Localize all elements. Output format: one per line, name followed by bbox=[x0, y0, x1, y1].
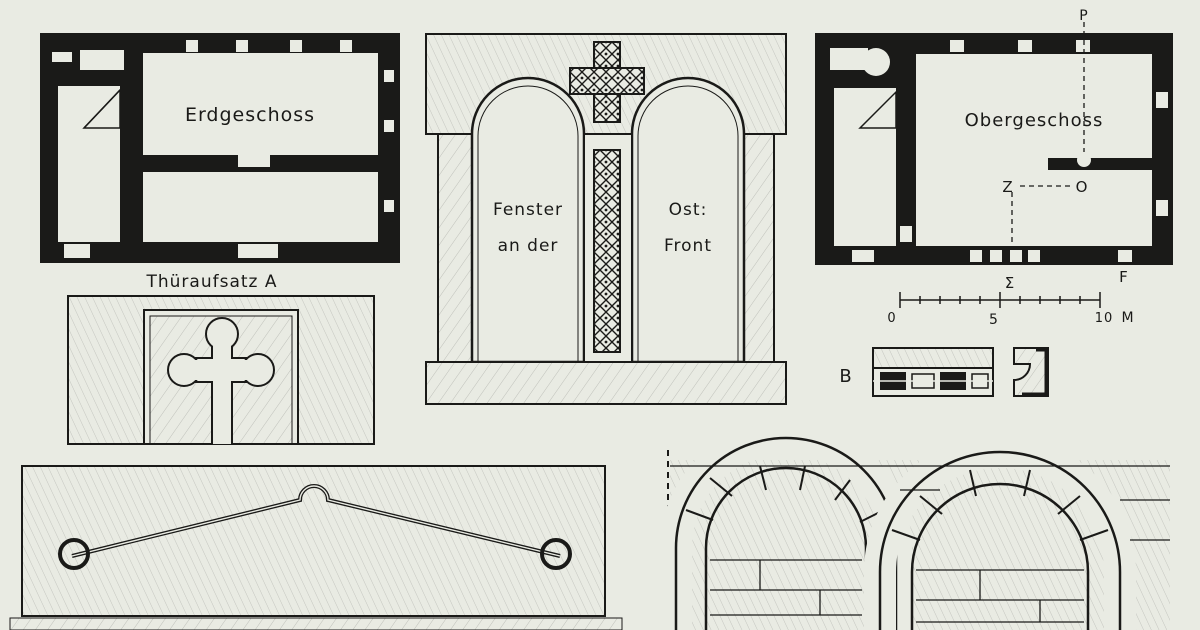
section-mark-z: Z bbox=[1002, 178, 1013, 196]
ground-floor-plan: Erdgeschoss bbox=[40, 33, 400, 263]
detail-b: B bbox=[839, 347, 1049, 397]
window-label-line1-right: Ost: bbox=[669, 200, 708, 220]
scale-tick-10: 10 bbox=[1095, 311, 1114, 326]
arched-masonry bbox=[660, 422, 1170, 630]
door-top-label: Thüraufsatz A bbox=[146, 272, 278, 292]
upper-floor-plan: Obergeschoss P Z O Σ F bbox=[815, 8, 1173, 292]
scale-bar bbox=[899, 292, 1101, 308]
window-label-line2-right: Front bbox=[664, 236, 712, 256]
east-window-elevation: Fenster an der Ost: Front bbox=[425, 33, 787, 405]
section-mark-e: Σ bbox=[1005, 274, 1015, 292]
door-top-panel bbox=[67, 295, 375, 445]
window-label-line2-left: an der bbox=[498, 236, 559, 256]
lattice-cross bbox=[569, 41, 645, 123]
scale-tick-5: 5 bbox=[989, 312, 999, 328]
lintel-stone bbox=[9, 465, 623, 630]
section-mark-f: F bbox=[1119, 268, 1129, 286]
section-mark-p: P bbox=[1079, 8, 1088, 24]
upper-floor-label: Obergeschoss bbox=[965, 110, 1104, 131]
scale-unit: M bbox=[1121, 310, 1134, 326]
scale-tick-0: 0 bbox=[887, 311, 896, 326]
window-label-line1-left: Fenster bbox=[493, 200, 563, 220]
cross-relief bbox=[167, 317, 275, 445]
ground-floor-label: Erdgeschoss bbox=[185, 104, 315, 126]
detail-b-label: B bbox=[839, 366, 852, 387]
section-mark-o: O bbox=[1076, 178, 1089, 196]
